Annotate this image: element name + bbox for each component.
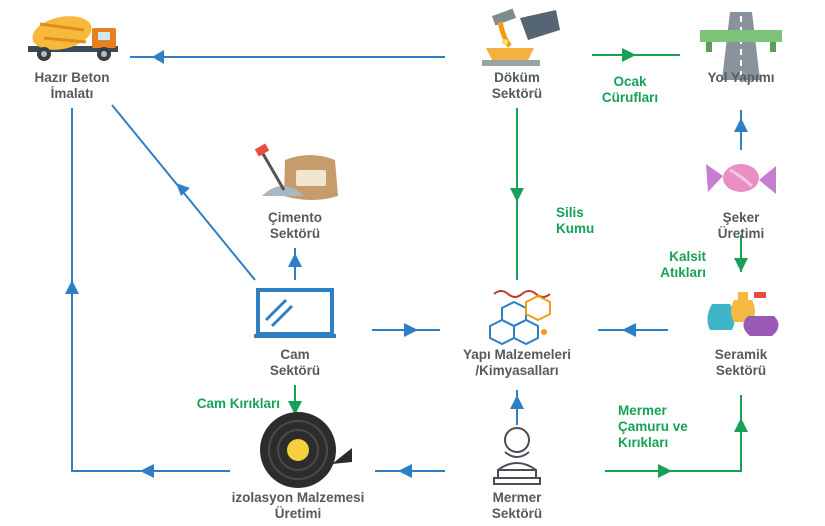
arrowhead-left (622, 323, 636, 337)
edge-izolasyon-to-hazir-beton (71, 108, 230, 472)
insulation-roll-icon (260, 412, 352, 488)
node-mermer-label: Mermer Sektörü (491, 490, 543, 521)
cement-mixer-truck-icon (28, 16, 118, 61)
arrowhead-up (510, 395, 524, 409)
arrowhead-left (140, 464, 154, 478)
arrowhead-down (510, 188, 524, 202)
edge-label-cam-kiriklari: Cam Kırıkları (196, 396, 280, 411)
ceramic-vases-icon (707, 292, 779, 336)
arrowhead-up-left (176, 183, 190, 196)
blue-connectors (71, 56, 668, 472)
green-arrowheads (288, 48, 748, 478)
node-seramik-label: Seramik Sektörü (714, 347, 768, 378)
arrowhead-right (658, 464, 672, 478)
node-dokum-label: Döküm Sektörü (491, 70, 543, 101)
arrowhead-down (288, 401, 302, 415)
node-izolasyon-label: izolasyon Malzemesi Üretimi (231, 490, 365, 521)
arrowhead-left (398, 464, 412, 478)
arrowhead-up (734, 418, 748, 432)
node-hazir-beton-label: Hazır Beton İmalatı (34, 70, 110, 101)
node-cimento-label: Çimento Sektörü (268, 210, 322, 241)
highway-road-icon (700, 12, 782, 80)
glass-window-icon (254, 288, 336, 338)
node-yol-label: Yol Yapımı (707, 70, 775, 85)
node-cam-label: Cam Sektörü (269, 347, 321, 378)
arrowhead-up (288, 253, 302, 267)
edge-label-silis-kumu: Silis Kumu (556, 205, 595, 236)
blue-arrowheads (65, 50, 748, 478)
node-yapi-label: Yapı Malzemeleri /Kimyasalları (462, 347, 572, 378)
candy-icon (706, 164, 776, 194)
cement-sack-icon (254, 143, 338, 200)
arrowhead-right (404, 323, 418, 337)
arrowhead-up (65, 280, 79, 294)
edge-label-ocak-curuflari: Ocak Cürufları (601, 74, 659, 105)
arrowhead-left (152, 50, 164, 64)
molecule-icon (489, 290, 551, 346)
arrowhead-down (734, 258, 748, 272)
edge-label-mermer-camuru: Mermer Çamuru ve Kırıkları (618, 403, 688, 450)
arrowhead-right (622, 48, 636, 62)
edge-label-kalsit-atiklari: Kalsit Atıkları (660, 249, 706, 280)
foundry-casting-icon (482, 8, 560, 66)
node-seker-label: Şeker Üretimi (717, 210, 765, 241)
marble-bust-icon (493, 427, 541, 485)
